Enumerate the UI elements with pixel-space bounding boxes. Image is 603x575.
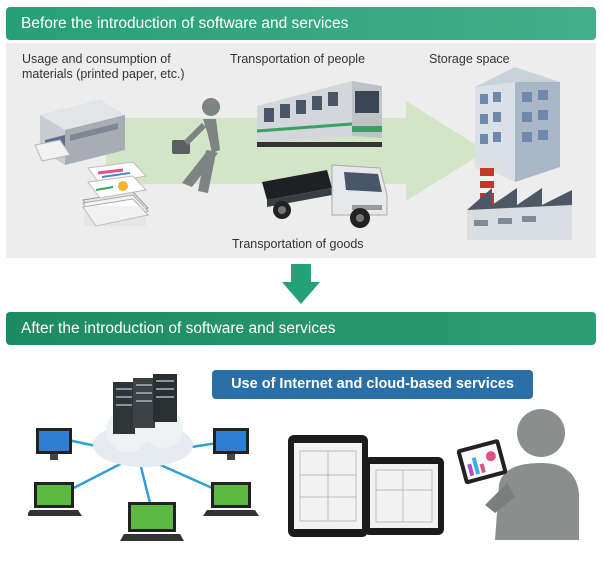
down-arrow-icon [282,264,320,304]
goods-transport-label: Transportation of goods [232,237,364,251]
cloud-services-label: Use of Internet and cloud-based services [212,370,533,399]
printer-icon [34,100,125,165]
desktop-monitor-icon [213,428,249,460]
person-with-tablet-icon [456,409,579,540]
printed-paper-stack-icon [82,161,149,227]
tablets-icon [288,435,444,537]
truck-icon [262,164,388,228]
server-rack-icon [113,374,177,434]
train-icon [256,81,382,147]
cloud-network-diagram [28,374,259,541]
storage-space-label: Storage space [429,52,510,66]
materials-label: Usage and consumption of materials (prin… [22,52,185,81]
before-section-banner: Before the introduction of software and … [6,7,596,40]
laptop-icon [203,482,259,516]
people-transport-label: Transportation of people [230,52,366,66]
storage-building-icon [475,67,560,182]
tablet-chart-icon [456,439,508,485]
laptop-icon [120,502,184,541]
factory-icon [467,156,572,240]
after-section-banner: After the introduction of software and s… [6,312,596,345]
desktop-monitor-icon [36,428,72,460]
laptop-icon [28,482,82,516]
walking-person-icon [172,98,220,193]
